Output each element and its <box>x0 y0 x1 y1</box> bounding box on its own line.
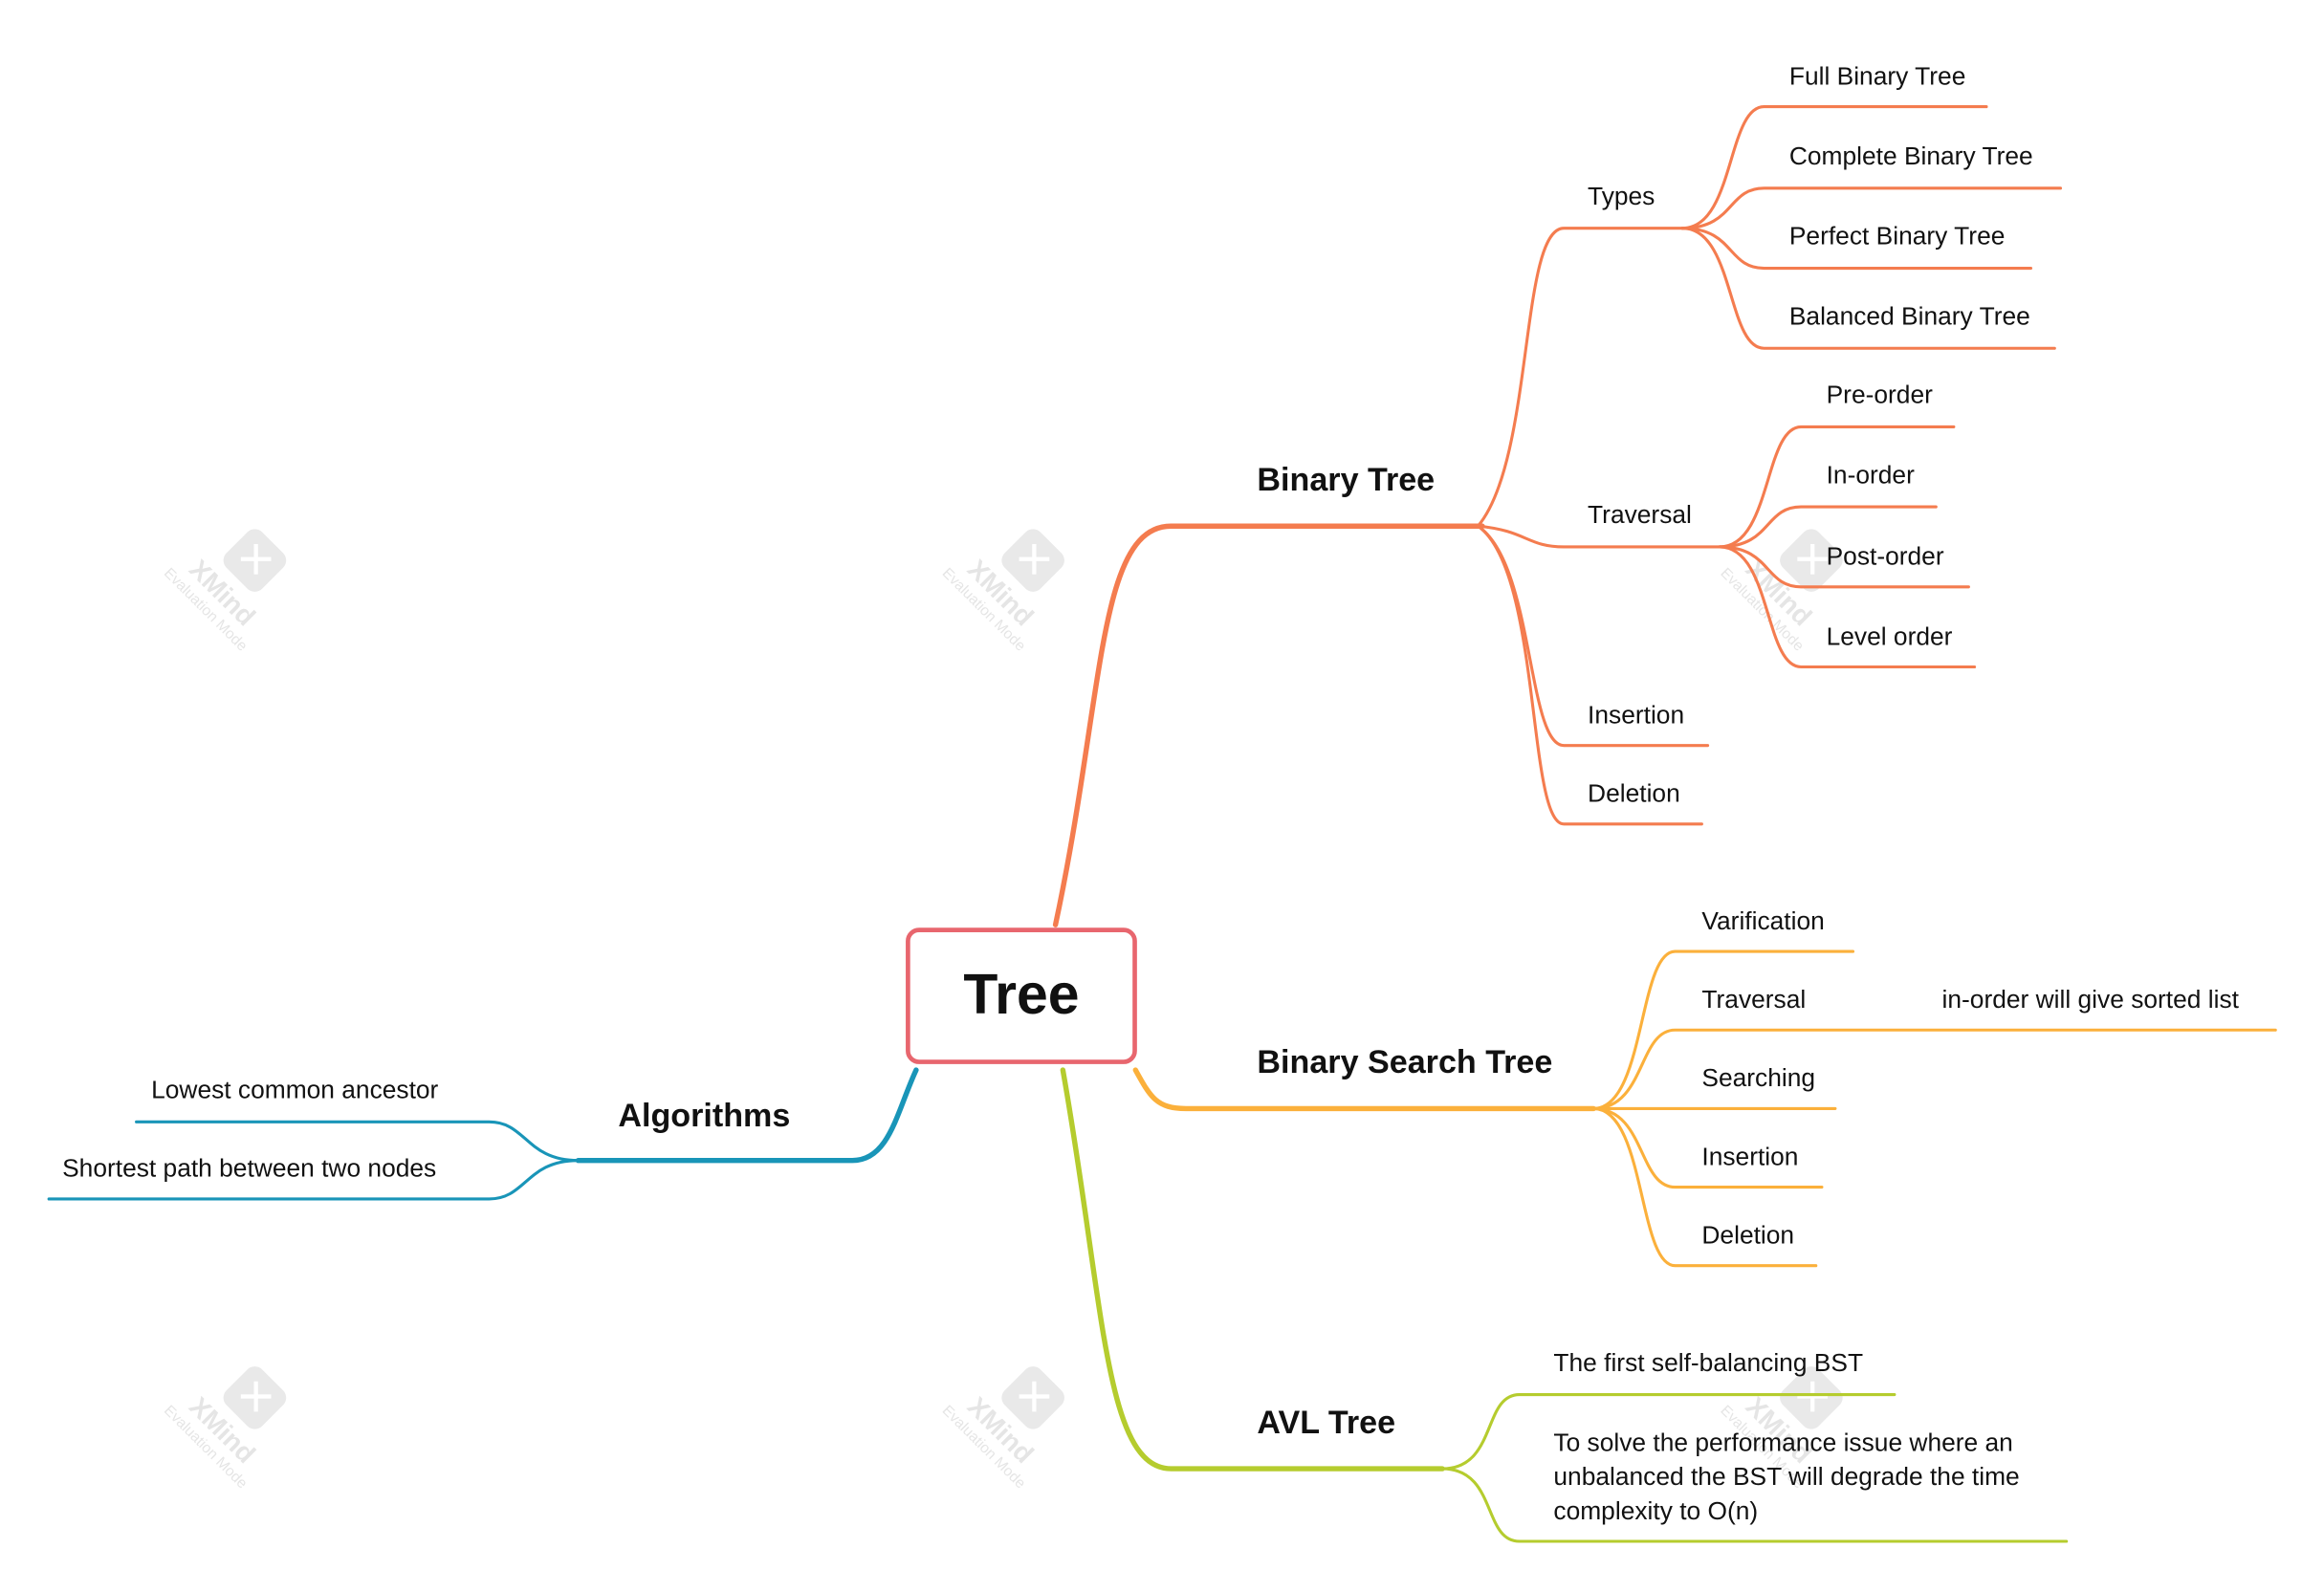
link-types-full <box>1680 105 1988 230</box>
subtopic-complete-binary-tree[interactable]: Complete Binary Tree <box>1788 142 2033 171</box>
link-bst-deletion <box>1591 1106 1818 1268</box>
link-binary-tree-deletion <box>1476 524 1703 826</box>
subtopic-full-binary-tree[interactable]: Full Binary Tree <box>1788 62 1966 91</box>
link-traversal-postorder <box>1718 545 1970 589</box>
link-traversal-inorder <box>1718 505 1938 549</box>
subtopic-in-order[interactable]: In-order <box>1826 461 1915 490</box>
subtopic-balanced-binary-tree[interactable]: Balanced Binary Tree <box>1788 302 2030 331</box>
link-binary-tree-types <box>1476 227 1684 528</box>
subtopic-level-order[interactable]: Level order <box>1826 622 1953 651</box>
link-bst-traversal <box>1591 1028 2277 1110</box>
link-root-avl <box>1060 1067 1445 1472</box>
topic-binary-tree[interactable]: Binary Tree <box>1257 461 1436 498</box>
link-bst-varification <box>1591 949 1855 1110</box>
subtopic-insertion[interactable]: Insertion <box>1588 701 1685 730</box>
subtopic-bst-deletion[interactable]: Deletion <box>1701 1221 1795 1250</box>
subtopic-avl-purpose[interactable]: To solve the performance issue where an … <box>1553 1428 2020 1525</box>
link-root-algorithms <box>575 1067 919 1164</box>
link-traversal-preorder <box>1718 425 1956 549</box>
topic-algorithms[interactable]: Algorithms <box>618 1097 791 1134</box>
subtopic-pre-order[interactable]: Pre-order <box>1826 381 1933 409</box>
link-types-balanced <box>1680 227 2056 350</box>
link-traversal-levelorder <box>1718 545 1977 669</box>
subtopic-deletion[interactable]: Deletion <box>1588 779 1680 808</box>
link-avl-first <box>1440 1392 1896 1471</box>
subtopic-types[interactable]: Types <box>1588 182 1655 211</box>
subtopic-first-self-balancing[interactable]: The first self-balancing BST <box>1553 1348 1864 1377</box>
subtopic-lowest-common-ancestor[interactable]: Lowest common ancestor <box>151 1076 439 1104</box>
subtopic-traversal[interactable]: Traversal <box>1588 500 1692 530</box>
link-avl-purpose <box>1440 1467 2069 1543</box>
subtopic-bst-insertion[interactable]: Insertion <box>1701 1143 1799 1171</box>
link-types-perfect <box>1680 227 2033 271</box>
subtopic-shortest-path[interactable]: Shortest path between two nodes <box>62 1154 437 1183</box>
subtopic-bst-traversal[interactable]: Traversal <box>1701 985 1807 1014</box>
topic-avl-tree[interactable]: AVL Tree <box>1257 1403 1396 1441</box>
topic-binary-search-tree[interactable]: Binary Search Tree <box>1257 1043 1553 1080</box>
subtopic-post-order[interactable]: Post-order <box>1826 542 1944 571</box>
link-root-bst <box>1132 1067 1596 1112</box>
link-types-complete <box>1680 186 2063 230</box>
subtopic-in-order-note[interactable]: in-order will give sorted list <box>1941 985 2239 1014</box>
subtopic-perfect-binary-tree[interactable]: Perfect Binary Tree <box>1788 222 2006 251</box>
root-topic[interactable]: Tree <box>906 927 1137 1064</box>
link-root-binary-tree <box>1052 523 1485 927</box>
link-binary-tree-traversal <box>1476 524 1721 549</box>
link-algorithms-lca <box>135 1120 581 1163</box>
root-label: Tree <box>963 964 1080 1027</box>
subtopic-varification[interactable]: Varification <box>1701 906 1825 936</box>
subtopic-searching[interactable]: Searching <box>1701 1063 1816 1093</box>
link-algorithms-shortest <box>47 1159 581 1201</box>
link-bst-insertion <box>1591 1106 1824 1189</box>
